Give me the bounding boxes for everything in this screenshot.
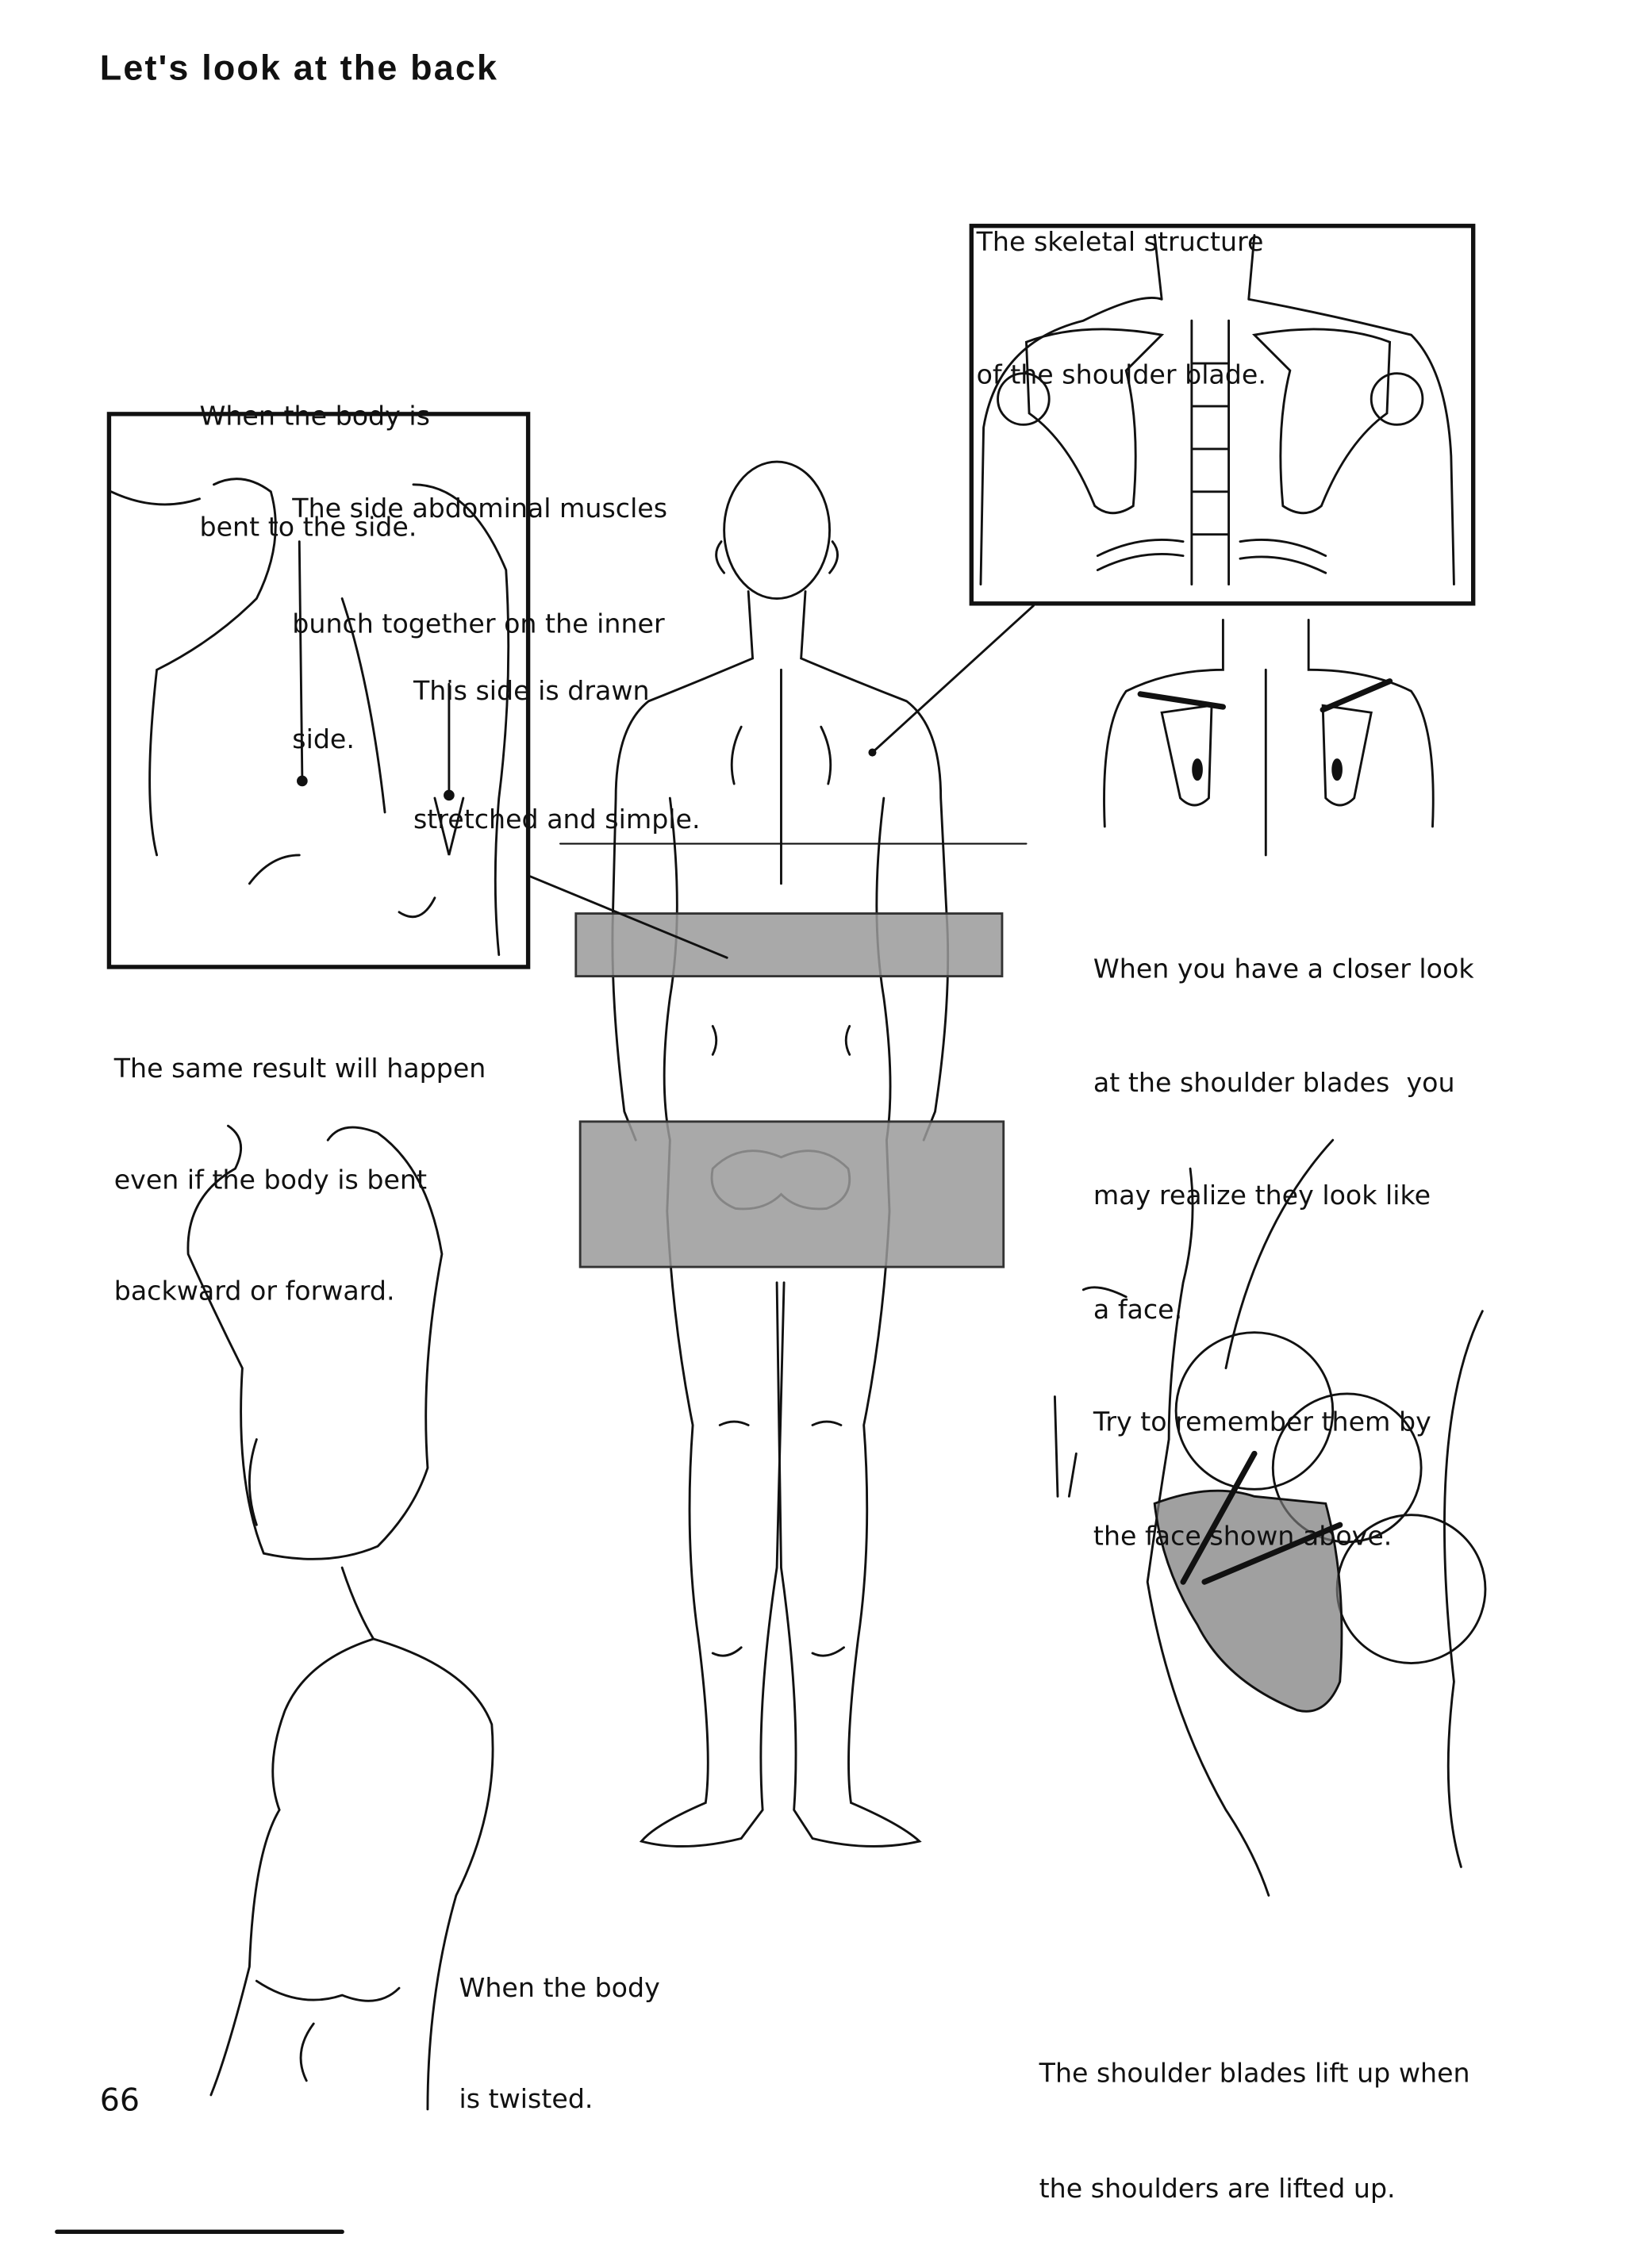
caption-same-result: The same result will happen even if the … xyxy=(114,977,486,1348)
skeletal-structure-frame xyxy=(969,224,1476,606)
caption-line: is twisted. xyxy=(459,2085,594,2116)
caption-stretched-side: This side is drawn stretched and simple. xyxy=(413,585,701,885)
bent-side-frame xyxy=(106,412,531,969)
caption-line: stretched and simple. xyxy=(413,805,701,835)
page-title: Let's look at the back xyxy=(99,48,499,89)
caption-line: the shoulders are lifted up. xyxy=(1039,2174,1396,2205)
standing-figure-back-view xyxy=(611,460,950,1848)
caption-line: bunch together on the inner xyxy=(292,609,665,640)
caption-line: When the body is xyxy=(199,401,430,432)
caption-line: may realize they look like xyxy=(1093,1181,1431,1212)
caption-line: even if the body is bent xyxy=(113,1165,428,1196)
shoulder-blade-face-drawing xyxy=(1103,619,1435,857)
caption-line: Try to remember them by xyxy=(1093,1407,1431,1438)
caption-line: When the body xyxy=(459,1974,660,2004)
caption-line: The side abdominal muscles xyxy=(292,494,668,525)
caption-line: of the shoulder blade. xyxy=(976,360,1266,391)
leader-line-left-box xyxy=(528,875,728,959)
caption-line: The skeletal structure xyxy=(976,228,1264,259)
caption-line: This side is drawn xyxy=(413,677,650,708)
lower-shaded-band xyxy=(578,1120,1005,1268)
caption-line: bent to the side. xyxy=(199,512,417,543)
caption-line: at the shoulder blades you xyxy=(1093,1068,1455,1099)
caption-bent-side: When the body is bent to the side. xyxy=(200,325,430,585)
leader-line-skeletal xyxy=(871,604,1035,754)
caption-line: the face shown above. xyxy=(1093,1521,1393,1552)
bent-side-torso-drawing xyxy=(109,478,510,957)
caption-line: a face. xyxy=(1093,1295,1183,1325)
caption-line: The same result will happen xyxy=(113,1054,486,1085)
twisted-torso-drawing xyxy=(186,1124,494,2111)
caption-line: The shoulder blades lift up when xyxy=(1039,2059,1470,2090)
page-number: 66 xyxy=(99,2083,140,2120)
caption-line: backward or forward. xyxy=(113,1276,395,1307)
caption-line: side. xyxy=(292,725,355,756)
caption-abdominal-muscles: The side abdominal muscles bunch togethe… xyxy=(292,413,667,798)
skeletal-shoulder-drawing xyxy=(979,233,1455,586)
caption-skeletal-structure: The skeletal structure of the shoulder b… xyxy=(977,132,1266,442)
caption-lift-up: The shoulder blades lift up when the sho… xyxy=(1039,1978,1470,2248)
caption-twisted: When the body is twisted. xyxy=(459,1897,659,2156)
caption-closer-look: When you have a closer look at the shoul… xyxy=(1093,877,1474,1595)
caption-line: When you have a closer look xyxy=(1093,954,1474,985)
lifted-shoulder-drawing xyxy=(1053,1138,1487,1897)
